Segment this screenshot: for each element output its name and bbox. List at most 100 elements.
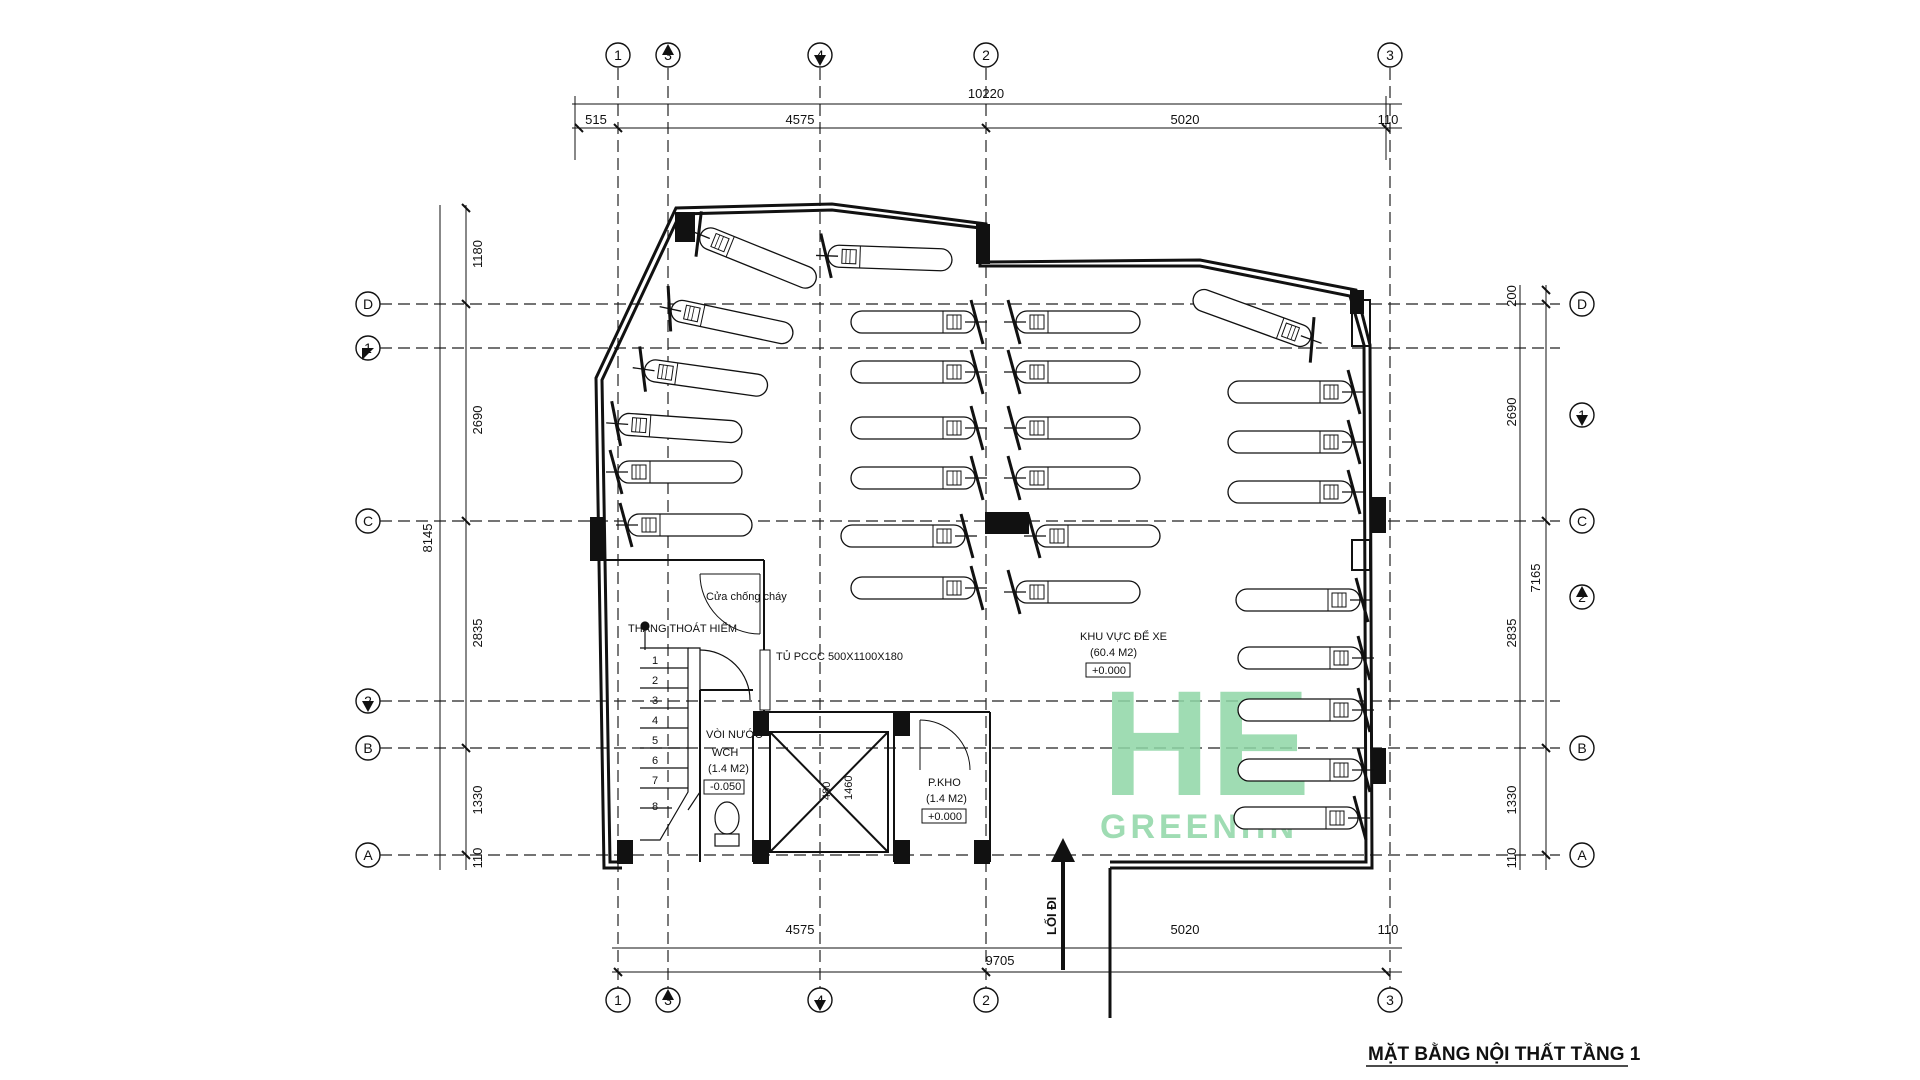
grid-row-right-4: 2 — [1578, 589, 1586, 605]
dim-top-total: 10220 — [968, 86, 1004, 101]
grid-row-left-2: 1 — [364, 340, 372, 356]
motorbike-9 — [849, 348, 989, 396]
dim-left-total: 8145 — [420, 524, 435, 553]
dim-right-seg-1: 200 — [1504, 285, 1519, 307]
dim-bottom-seg-3: 110 — [1378, 922, 1399, 937]
motorbike-5 — [604, 448, 744, 496]
watermark-logo: HE — [1102, 659, 1310, 827]
watermark: HE GREENHN — [1100, 659, 1310, 846]
grid-bubbles-top — [605, 42, 1403, 1013]
stair-step-1: 1 — [652, 655, 658, 667]
motorbike-22 — [1226, 418, 1366, 466]
motorbike-20 — [1184, 274, 1331, 366]
motorbike-21 — [1226, 368, 1366, 416]
dimension-ticks — [461, 123, 1551, 977]
dim-bottom-seg-2: 5020 — [1171, 922, 1200, 937]
dim-right-seg-4: 1330 — [1504, 786, 1519, 815]
motorbike-11 — [849, 454, 989, 502]
drawing-title: MẶT BẰNG NỘI THẤT TẦNG 1 — [1368, 1043, 1641, 1065]
entrance-label: LỐI ĐI — [1044, 897, 1059, 935]
dim-top-seg-2: 4575 — [786, 112, 815, 127]
toilet — [699, 649, 751, 847]
structural-columns — [590, 212, 1386, 864]
motorbike-24 — [1234, 576, 1374, 624]
grid-row-right-1: D — [1577, 296, 1587, 312]
motorbike-10 — [849, 404, 989, 452]
dim-left-seg-4: 1330 — [470, 786, 485, 815]
dim-left-seg-3: 2835 — [470, 619, 485, 648]
grid-col-bottom-4: 2 — [982, 992, 990, 1008]
grid-col-top-5: 3 — [1386, 47, 1394, 63]
motorbike-7 — [813, 231, 955, 284]
grid-row-left-6: A — [363, 847, 373, 863]
grid-row-left-3: C — [363, 513, 373, 529]
stair-step-7: 7 — [652, 775, 658, 787]
motorbike-2 — [653, 283, 799, 358]
motorbike-13 — [849, 564, 989, 612]
stair-step-4: 4 — [652, 715, 658, 727]
motorbike-8 — [849, 298, 989, 346]
motorbike-4 — [603, 399, 745, 456]
storage-level-box — [921, 808, 967, 824]
motorbike-6 — [614, 501, 754, 549]
parking-level-box — [1085, 662, 1131, 678]
dim-top-seg-3: 5020 — [1171, 112, 1200, 127]
fire-cabinet-label: TỦ PCCC 500X1100X180 — [776, 650, 903, 663]
parking-area: (60.4 M2) — [1090, 647, 1137, 659]
dim-left-seg-2: 2690 — [470, 406, 485, 435]
motorbike-23 — [1226, 468, 1366, 516]
dim-right-seg-5: 110 — [1504, 848, 1519, 869]
motorbike-17 — [1002, 454, 1142, 502]
motorbike-1 — [679, 208, 826, 304]
grid-col-top-3: 4 — [816, 47, 824, 63]
dim-left-seg-5: 110 — [470, 848, 485, 869]
grid-row-left-4: 2 — [364, 693, 372, 709]
storage-door — [919, 719, 971, 771]
dim-top-seg-1: 515 — [585, 112, 607, 127]
grid-col-bottom-2: 3 — [664, 992, 672, 1008]
entrance-arrow — [1051, 838, 1075, 970]
wc-faucet-label: VÒI NƯỚC — [706, 728, 763, 741]
storage-area: (1.4 M2) — [926, 793, 967, 805]
wc-area: (1.4 M2) — [708, 763, 749, 775]
stair-step-3: 3 — [652, 695, 658, 707]
wc-level: -0.050 — [710, 781, 741, 793]
motorbike-3 — [628, 344, 772, 410]
grid-col-bottom-3: 4 — [816, 992, 824, 1008]
fire-door — [699, 573, 761, 635]
storage-level: +0.000 — [928, 811, 962, 823]
motorbike-15 — [1002, 348, 1142, 396]
elevator-depth: 1460 — [843, 776, 855, 800]
grid-col-top-4: 2 — [982, 47, 990, 63]
grid-col-bottom-1: 1 — [614, 992, 622, 1008]
storage-name: P.KHO — [928, 777, 961, 789]
parking-name: KHU VỰC ĐỂ XE — [1080, 630, 1167, 643]
dim-bottom-total: 9705 — [986, 953, 1015, 968]
dim-bottom-seg-1: 4575 — [786, 922, 815, 937]
grid-row-right-5: B — [1577, 740, 1586, 756]
stair-step-8: 8 — [652, 801, 658, 813]
motorbike-14 — [1002, 298, 1142, 346]
dim-top-seg-4: 110 — [1378, 112, 1399, 127]
wc-name: WCH — [712, 747, 738, 759]
grid-row-right-3: C — [1577, 513, 1587, 529]
dim-left-seg-1: 1180 — [470, 240, 485, 268]
grid-row-right-2: 1 — [1578, 407, 1586, 423]
stair-step-2: 2 — [652, 675, 658, 687]
stair-step-6: 6 — [652, 755, 658, 767]
motorbike-19 — [1002, 568, 1142, 616]
motorbike-16 — [1002, 404, 1142, 452]
grid-row-left-5: B — [363, 740, 372, 756]
fire-cabinet — [759, 649, 771, 711]
grid-row-right-6: A — [1577, 847, 1587, 863]
dim-right-seg-2: 2690 — [1504, 398, 1519, 427]
grid-col-bottom-5: 3 — [1386, 992, 1394, 1008]
row-bubble-diamonds — [362, 348, 1588, 712]
grid-row-left-1: D — [363, 296, 373, 312]
parking-level: +0.000 — [1092, 665, 1126, 677]
stair-step-5: 5 — [652, 735, 658, 747]
grid-col-top-1: 1 — [614, 47, 622, 63]
fire-door-label: Cửa chống cháy — [706, 591, 787, 603]
dim-right-total: 7165 — [1528, 564, 1543, 593]
